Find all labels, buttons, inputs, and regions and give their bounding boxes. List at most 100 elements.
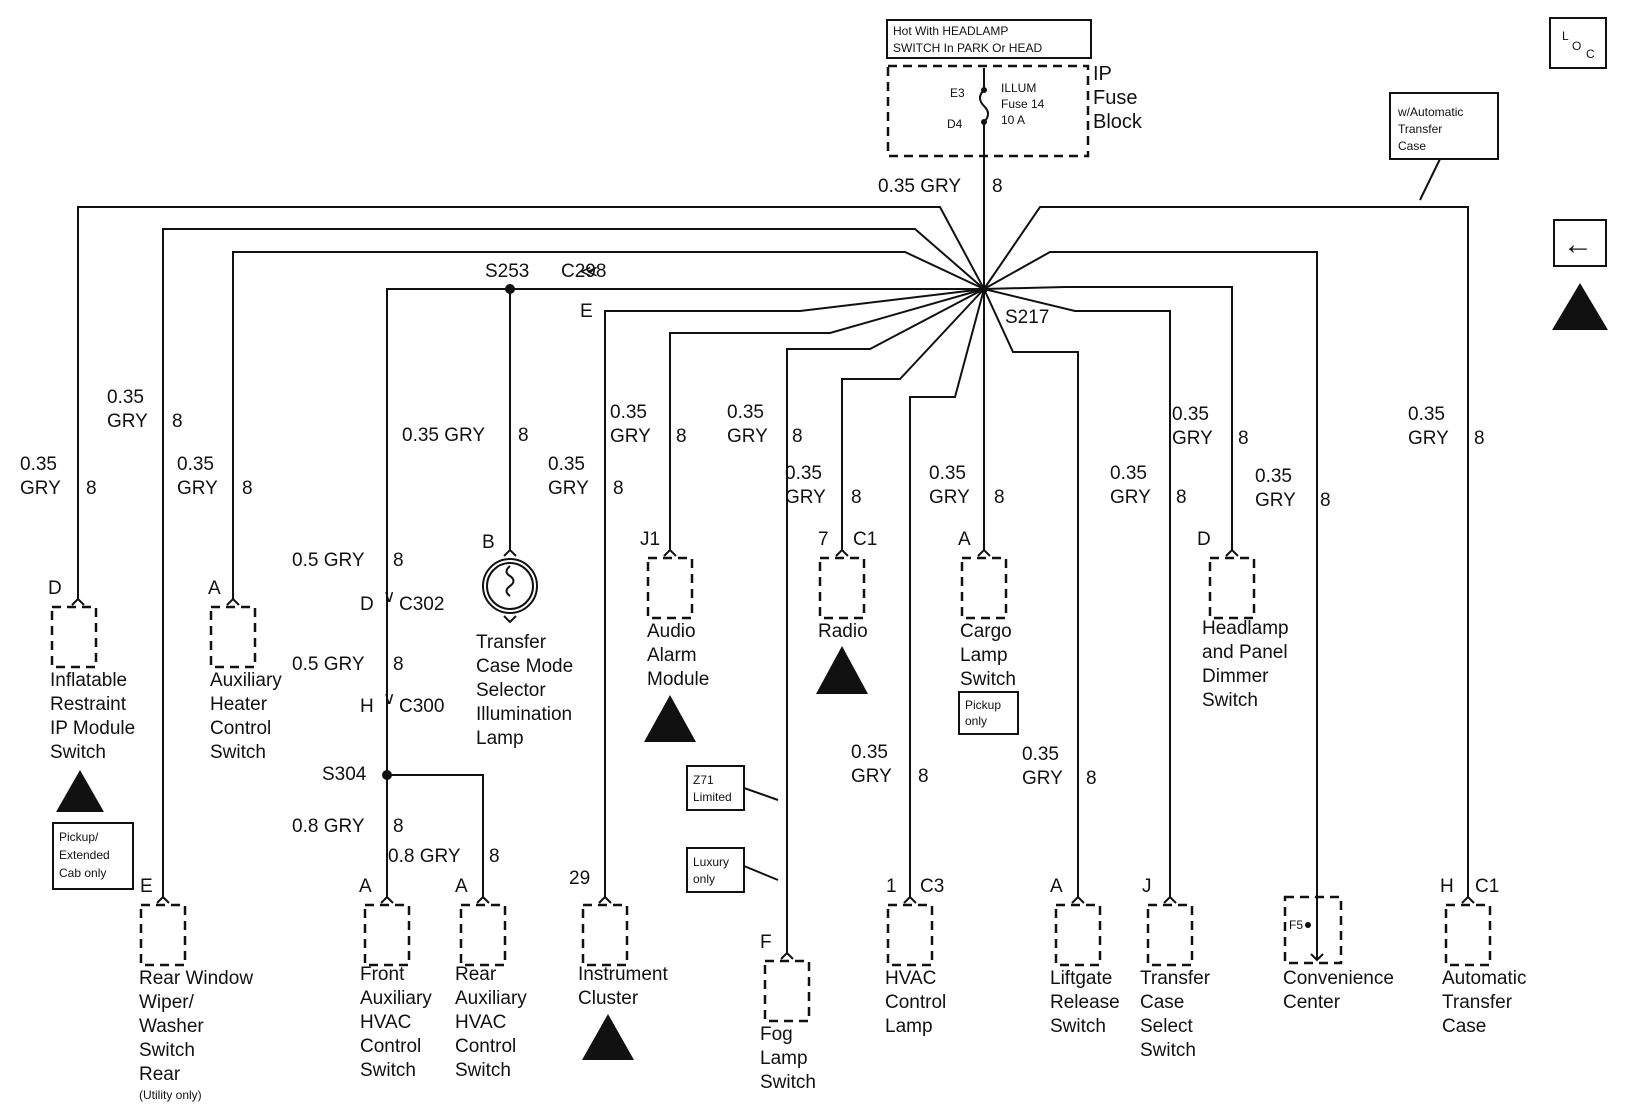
wire-label-08-a: 0.8 GRY	[292, 816, 365, 837]
wire-inflatable	[77, 206, 985, 599]
component-label: Instrument	[578, 964, 668, 985]
wire-label-convenience-1: 0.35	[1255, 466, 1292, 487]
component-label: Transfer	[1140, 968, 1211, 989]
fuse-block-label-block: Block	[1093, 111, 1143, 133]
fuse-terminal-e3: E3	[950, 86, 965, 100]
circuit-label-instrument: 8	[613, 478, 624, 499]
component-label: and Panel	[1202, 642, 1288, 663]
main-wire-label: 0.35 GRY	[878, 176, 961, 197]
wire-audio-alarm	[669, 288, 985, 550]
wire-label-instrument-1: 0.35	[548, 454, 585, 475]
component-transfer-case-mode-lamp: B Transfer Case Mode Selector Illuminati…	[476, 532, 573, 749]
component-hvac-control-lamp: 1 C3 HVAC Control Lamp	[885, 876, 946, 1037]
back-arrow-glyph: ←	[1563, 228, 1593, 261]
circuit-label-fog: 8	[792, 426, 803, 447]
component-label: Auxiliary	[455, 988, 527, 1009]
esd-warning-icon	[582, 1014, 634, 1060]
component-label: Cargo	[960, 621, 1012, 642]
back-arrow-icon[interactable]: ←	[1553, 219, 1607, 267]
component-label: Control	[360, 1036, 421, 1057]
wire-label-convenience-2: GRY	[1255, 490, 1296, 511]
hot-note-line2: SWITCH In PARK Or HEAD	[893, 41, 1042, 55]
component-inflatable-restraint: D Inflatable Restraint IP Module Switch …	[48, 578, 135, 890]
wire-aux-heater	[232, 251, 985, 599]
component-label: Center	[1283, 992, 1341, 1013]
wire-label-transfer-select-2: GRY	[1110, 487, 1151, 508]
connector-label: C1	[853, 529, 877, 550]
component-label: Inflatable	[50, 670, 127, 691]
connector-c300-label: C300	[399, 696, 444, 717]
wire-fog-lamp	[786, 288, 985, 953]
wire-transfer-select	[983, 288, 1171, 897]
connector-c298-pin: E	[580, 301, 593, 322]
pin-label: A	[1050, 876, 1063, 897]
wire-label-rear-window-1: 0.35	[107, 387, 144, 408]
component-label: Automatic	[1442, 968, 1526, 989]
component-label: Switch	[1050, 1016, 1106, 1037]
circuit-label-cargo: 8	[994, 487, 1005, 508]
component-label: Select	[1140, 1016, 1194, 1037]
wire-instrument-cluster	[604, 288, 985, 897]
component-label: Switch	[50, 742, 106, 763]
component-label: Auxiliary	[210, 670, 282, 691]
component-label: Rear Window	[139, 968, 253, 989]
wire-rear-window	[162, 228, 985, 897]
wire-label-05-b: 0.5 GRY	[292, 654, 365, 675]
circuit-label-transfer-select: 8	[1176, 487, 1187, 508]
loc-icon-o: O	[1572, 39, 1581, 53]
loc-icon[interactable]: L O C	[1549, 17, 1607, 69]
wire-label-08-b: 0.8 GRY	[388, 846, 461, 867]
wire-label-05-a: 0.5 GRY	[292, 550, 365, 571]
component-label: Switch	[960, 669, 1016, 690]
component-transfer-case-select: J Transfer Case Select Switch	[1140, 876, 1211, 1061]
component-label: Cluster	[578, 988, 639, 1009]
component-label: Lamp	[476, 728, 524, 749]
wire-radio	[841, 288, 985, 550]
component-label: Switch	[360, 1060, 416, 1081]
pin-label: D	[1197, 529, 1211, 550]
note-z71-box	[686, 765, 745, 811]
fuse-name: ILLUM	[1001, 81, 1036, 95]
wire-label-transfer-select-1: 0.35	[1110, 463, 1147, 484]
wire-label-s253-lamp: 0.35 GRY	[402, 425, 485, 446]
component-label: Switch	[210, 742, 266, 763]
airbag-warning-icon	[56, 770, 104, 812]
circuit-label-05-b: 8	[393, 654, 404, 675]
circuit-label-liftgate: 8	[1086, 768, 1097, 789]
component-label: Dimmer	[1202, 666, 1269, 687]
component-label: Case	[1442, 1016, 1486, 1037]
fuse-terminal-d4: D4	[947, 117, 963, 131]
component-label: Restraint	[50, 694, 127, 715]
wire-label-liftgate-1: 0.35	[1022, 744, 1059, 765]
circuit-label-headlamp: 8	[1238, 428, 1249, 449]
connector-c300-arrow: ∨	[383, 689, 395, 708]
pin-label: J	[1142, 876, 1152, 897]
hot-note-box	[886, 19, 1092, 59]
component-label: Case	[1140, 992, 1184, 1013]
loc-icon-c: C	[1586, 47, 1595, 61]
note-pickup-ext: Extended	[59, 848, 110, 862]
pin-label: A	[958, 529, 971, 550]
component-label: Switch	[139, 1040, 195, 1061]
wire-hvac-lamp	[909, 288, 985, 897]
component-aux-heater-control: A Auxiliary Heater Control Switch	[208, 578, 282, 763]
component-label: Control	[455, 1036, 516, 1057]
note-auto-transfer: Case	[1398, 139, 1426, 153]
note-auto-transfer: w/Automatic	[1397, 105, 1463, 119]
circuit-label-hvac-lamp: 8	[918, 766, 929, 787]
fuse-block-label-fuse: Fuse	[1093, 87, 1137, 109]
wire-label-fog-2: GRY	[727, 426, 768, 447]
component-cargo-lamp-switch: A Cargo Lamp Switch Pickup only	[958, 529, 1019, 735]
circuit-label-convenience: 8	[1320, 490, 1331, 511]
wire-label-cargo-2: GRY	[929, 487, 970, 508]
component-label: Rear	[139, 1064, 181, 1085]
wire-label-audio-2: GRY	[610, 426, 651, 447]
wire-label-auto-transfer-1: 0.35	[1408, 404, 1445, 425]
wire-label-hvac-lamp-2: GRY	[851, 766, 892, 787]
note-pickup-only: only	[965, 714, 987, 728]
wire-label-inflatable-2: GRY	[20, 478, 61, 499]
wire-label-cargo-1: 0.35	[929, 463, 966, 484]
component-label: IP Module	[50, 718, 135, 739]
pin-label: E	[140, 876, 153, 897]
